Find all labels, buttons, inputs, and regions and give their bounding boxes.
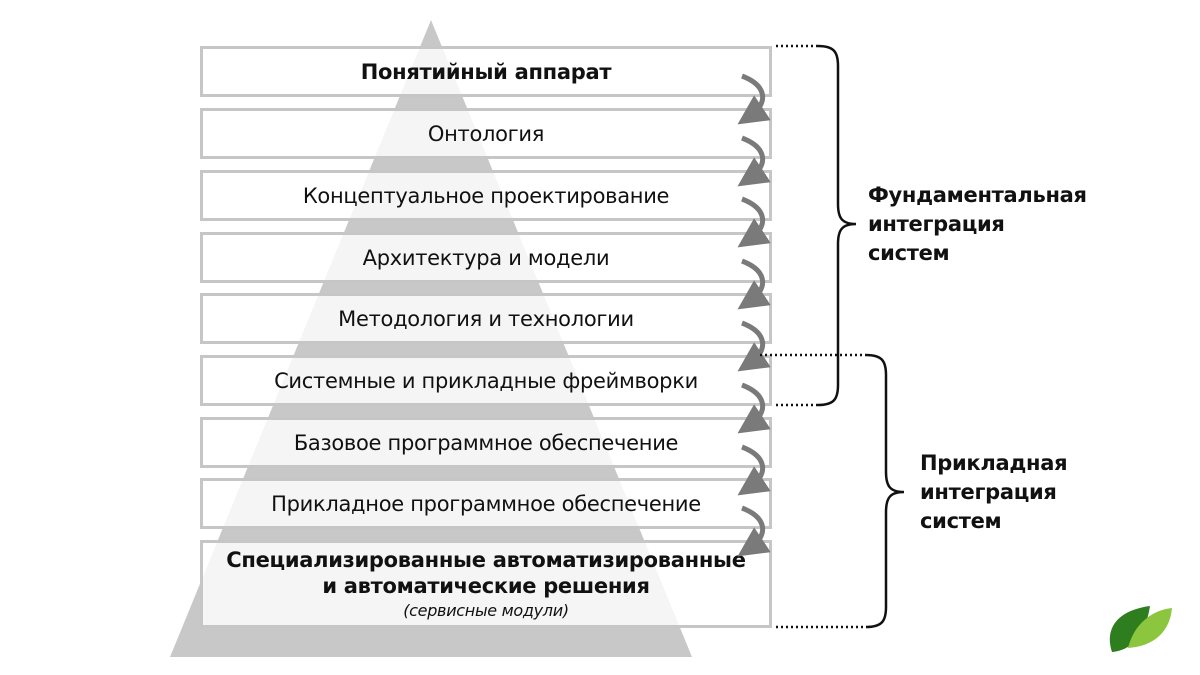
layer-label: Онтология	[427, 121, 545, 146]
curved-arrow-icon	[737, 258, 771, 310]
layer-sublabel: (сервисные модули)	[403, 601, 569, 620]
layer-specialized-solutions: Специализированные автоматизированные и …	[200, 540, 772, 628]
layer-label-line2: и автоматические решения	[322, 574, 650, 598]
layer-label: Концептуальное проектирование	[302, 183, 670, 208]
arrows-group	[737, 73, 771, 557]
layer-methodology-technology: Методология и технологии	[200, 293, 772, 344]
layer-label: Специализированные автоматизированные	[226, 548, 746, 572]
label-line: интеграция	[920, 480, 1057, 504]
layer-conceptual-apparatus: Понятийный аппарат	[200, 46, 772, 97]
curved-arrow-icon	[737, 382, 771, 434]
layer-ontology: Онтология	[200, 108, 772, 159]
layer-label: Прикладное программное обеспечение	[271, 491, 701, 516]
curved-arrow-icon	[737, 505, 771, 557]
layer-base-software: Базовое программное обеспечение	[200, 417, 772, 468]
layer-label: Базовое программное обеспечение	[293, 430, 679, 455]
curved-arrow-icon	[737, 320, 771, 372]
layer-label: Архитектура и модели	[362, 245, 610, 270]
curved-arrow-icon	[737, 196, 771, 248]
layer-frameworks: Системные и прикладные фреймворки	[200, 355, 772, 406]
label-line: Фундаментальная	[868, 183, 1087, 207]
brace-applied	[865, 353, 905, 629]
label-applied-integration: Прикладная интеграция систем	[920, 449, 1068, 536]
curved-arrow-icon	[737, 135, 771, 187]
leaf-logo-icon	[1109, 606, 1172, 652]
layer-label: Системные и прикладные фреймворки	[274, 368, 698, 393]
layer-conceptual-design: Концептуальное проектирование	[200, 170, 772, 221]
layer-label: Понятийный аппарат	[360, 59, 612, 84]
layer-applied-software: Прикладное программное обеспечение	[200, 478, 772, 529]
curved-arrow-icon	[737, 444, 771, 496]
layer-label: Методология и технологии	[338, 306, 634, 331]
curved-arrow-icon	[737, 73, 771, 125]
label-line: интеграция	[868, 212, 1005, 236]
label-line: систем	[868, 241, 950, 265]
label-fundamental-integration: Фундаментальная интеграция систем	[868, 181, 1087, 268]
label-line: Прикладная	[920, 451, 1068, 475]
label-line: систем	[920, 509, 1002, 533]
brace-fundamental	[817, 44, 857, 407]
layer-architecture-models: Архитектура и модели	[200, 232, 772, 283]
